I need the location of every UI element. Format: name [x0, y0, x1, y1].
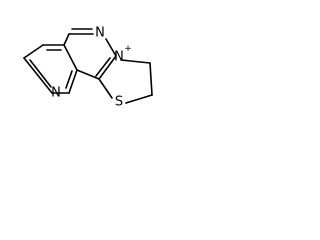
double-bond-n-c1 — [29, 59, 52, 88]
positive-charge-label: + — [124, 44, 132, 54]
bond-c3-c6 — [63, 33, 70, 46]
bond-ch2-ch2 — [149, 62, 153, 96]
bond-c7-c4 — [76, 69, 100, 80]
bond-n-c7 — [98, 55, 117, 80]
pyridine-ring — [23, 44, 78, 94]
bond-s-c7 — [98, 78, 113, 99]
bond-ch2-s — [125, 94, 153, 104]
bond-c4-c5 — [68, 69, 78, 94]
pyridazinium-nitrogen-label-2: N — [114, 50, 124, 65]
bond-n-c1 — [23, 57, 53, 94]
pyridine-nitrogen-label: N — [51, 86, 61, 101]
bond-n-n — [105, 38, 117, 57]
double-bond-n-c7 — [95, 57, 111, 77]
double-bond-c4-c5 — [65, 70, 73, 89]
thiazolinium-ring — [98, 59, 153, 104]
chemical-structure: N N N + S — [23, 26, 153, 110]
sulfur-label: S — [115, 95, 123, 110]
pyridazinium-nitrogen-label-1: N — [95, 26, 105, 41]
bond-c3-c4 — [63, 44, 78, 71]
pyridazinium-ring — [63, 28, 117, 80]
bond-n-ch2 — [120, 59, 151, 64]
bond-c1-c2 — [23, 44, 44, 59]
